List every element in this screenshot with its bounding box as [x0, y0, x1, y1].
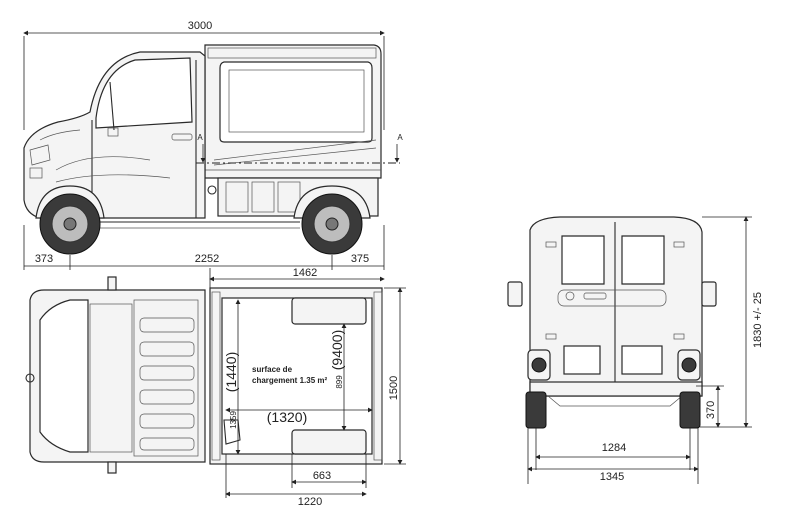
- dim-wheelbase: 2252: [195, 253, 219, 265]
- dim-1220: 1220: [298, 496, 322, 508]
- dim-overall-length: 3000: [188, 20, 212, 32]
- dim-663: 663: [313, 470, 331, 482]
- dim-width-1500: 1500: [388, 376, 400, 400]
- dim-cargo-length: 1462: [293, 267, 317, 279]
- section-mark-right: A: [397, 133, 403, 142]
- dim-inner-length: 1359: [229, 411, 238, 429]
- rear-wheel: [293, 185, 371, 255]
- dim-height: 1830 +/- 25: [752, 292, 764, 348]
- dim-front-overhang: 373: [35, 253, 53, 265]
- side-view: 3000: [23, 20, 403, 290]
- dim-inner-length-paren: (1440): [223, 352, 239, 392]
- dim-rear-overhang: 375: [351, 253, 369, 265]
- dim-inner-width-paren: (9400): [329, 330, 345, 370]
- rear-view: 1830 +/- 25 370 1284 1345: [507, 216, 764, 484]
- section-mark-left: A: [197, 133, 203, 142]
- dim-inner-width-bottom: (1320): [267, 409, 307, 425]
- front-wheel: [35, 185, 105, 255]
- dim-inner-width: 899: [335, 375, 344, 389]
- dim-track: 1284: [602, 442, 626, 454]
- cargo-label-line2: chargement 1.35 m²: [252, 376, 327, 385]
- cargo-label-line1: surface de: [252, 365, 293, 374]
- top-view: (1440) 1359 (9400) 899 surface de charge…: [25, 276, 406, 508]
- roof-ribs: [139, 317, 195, 451]
- dim-overall-width: 1345: [600, 471, 624, 483]
- dim-ground-clearance: 370: [705, 401, 717, 419]
- cab-side: [23, 51, 206, 219]
- cargo-box-side: [204, 44, 382, 217]
